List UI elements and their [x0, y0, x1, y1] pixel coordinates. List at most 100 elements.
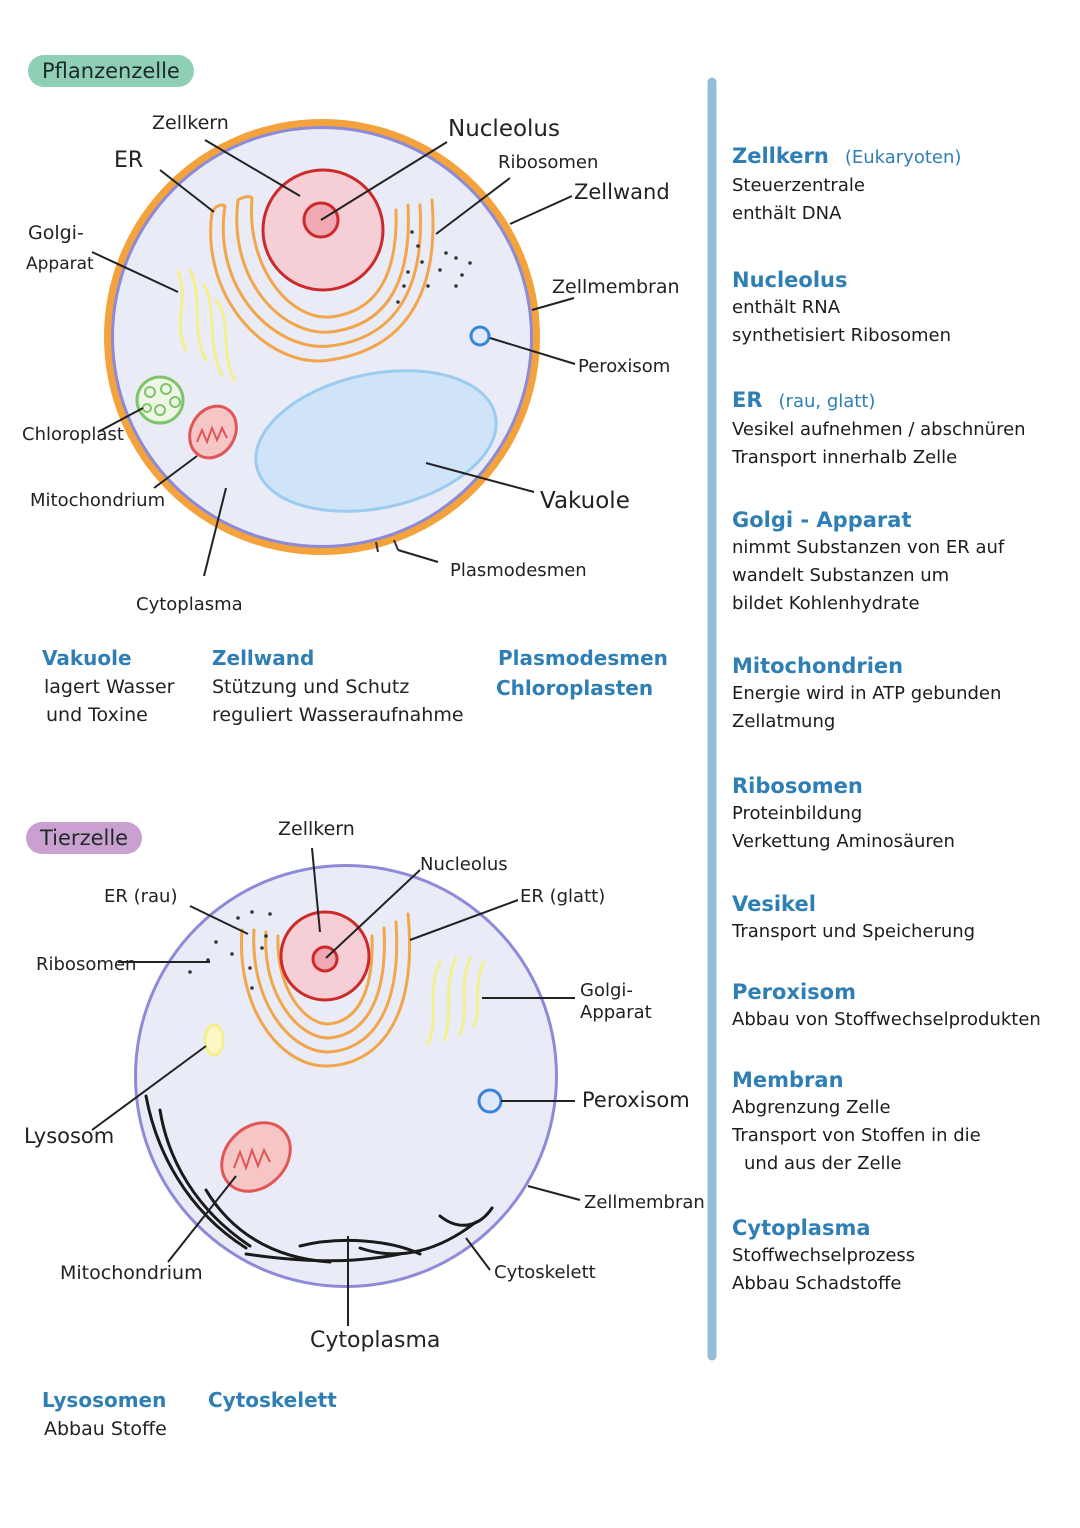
- sidebar-line: Vesikel aufnehmen / abschnüren: [732, 419, 1026, 440]
- sidebar-line: Steuerzentrale: [732, 175, 865, 196]
- plant-cell-badge: Pflanzenzelle: [28, 55, 194, 87]
- animal-label-peroxisom: Peroxisom: [582, 1088, 690, 1112]
- plant-label-golgi-1: Golgi-: [28, 222, 84, 244]
- plant-label-vakuole: Vakuole: [540, 488, 630, 514]
- animal-cytoskelett: [144, 1094, 494, 1264]
- animal-label-lysosom: Lysosom: [24, 1124, 115, 1148]
- sidebar-line: Proteinbildung: [732, 803, 863, 824]
- animal-leader-lines: [91, 847, 581, 1326]
- animal-note-cytoskelett-head: Cytoskelett: [208, 1388, 337, 1412]
- sidebar-er: ER (rau, glatt) Vesikel aufnehmen / absch…: [732, 386, 1072, 472]
- sidebar-membran: Membran Abgrenzung Zelle Transport von S…: [732, 1066, 1072, 1178]
- animal-ribosomes: [188, 910, 272, 990]
- animal-label-er-glatt: ER (glatt): [520, 886, 606, 907]
- sidebar-line: wandelt Substanzen um: [732, 565, 950, 586]
- plant-label-golgi-2: Apparat: [26, 254, 94, 274]
- animal-cell-badge: Tierzelle: [26, 822, 143, 854]
- animal-label-zellmembran: Zellmembran: [584, 1192, 705, 1213]
- sidebar-line: und aus der Zelle: [744, 1153, 902, 1174]
- plant-vacuole: [254, 369, 498, 513]
- plant-label-zellwand: Zellwand: [574, 180, 670, 204]
- animal-note-lysosomen-head: Lysosomen: [42, 1388, 167, 1412]
- sidebar-line: Transport innerhalb Zelle: [732, 447, 958, 468]
- animal-label-cytoplasma: Cytoplasma: [310, 1328, 441, 1353]
- animal-label-mitochondrium: Mitochondrium: [60, 1262, 203, 1284]
- sidebar-peroxisom: Peroxisom Abbau von Stoffwechselprodukte…: [732, 978, 1072, 1034]
- sidebar-golgi: Golgi - Apparat nimmt Substanzen von ER …: [732, 506, 1072, 618]
- animal-label-zellkern: Zellkern: [278, 818, 355, 840]
- animal-golgi: [426, 956, 486, 1046]
- plant-er: [209, 195, 435, 363]
- plant-label-ribosomen: Ribosomen: [498, 152, 599, 173]
- sidebar-line: Abbau Schadstoffe: [732, 1273, 902, 1294]
- plant-label-nucleolus: Nucleolus: [448, 116, 560, 142]
- sidebar-line: Abgrenzung Zelle: [732, 1097, 891, 1118]
- plant-note-zellwand-head: Zellwand: [212, 646, 315, 670]
- plant-ribosomes: [396, 230, 472, 304]
- animal-er: [239, 912, 411, 1068]
- sidebar-head: Zellkern: [732, 144, 829, 168]
- sidebar-ribosomen: Ribosomen Proteinbildung Verkettung Amin…: [732, 772, 1072, 856]
- plant-label-cytoplasma: Cytoplasma: [136, 594, 243, 615]
- plant-note-vakuole-head: Vakuole: [42, 646, 132, 670]
- sidebar-vesikel: Vesikel Transport und Speicherung: [732, 890, 1072, 946]
- animal-label-golgi-2: Apparat: [580, 1002, 652, 1023]
- plant-golgi: [176, 268, 236, 382]
- animal-label-nucleolus: Nucleolus: [420, 854, 508, 875]
- sidebar-line: enthält RNA: [732, 297, 841, 318]
- sidebar-mitochondrien: Mitochondrien Energie wird in ATP gebund…: [732, 652, 1072, 736]
- plant-note-chloroplasten-head: Chloroplasten: [496, 676, 654, 700]
- sidebar-head: ER: [732, 388, 763, 412]
- sidebar-line: Energie wird in ATP gebunden: [732, 683, 1002, 704]
- sidebar-note: (rau, glatt): [778, 391, 876, 412]
- sidebar-zellkern: Zellkern (Eukaryoten) Steuerzentrale enth…: [732, 142, 1072, 228]
- sidebar-head: Vesikel: [732, 892, 816, 916]
- sidebar-nucleolus: Nucleolus enthält RNA synthetisiert Ribo…: [732, 266, 1072, 350]
- plant-label-zellkern: Zellkern: [152, 112, 229, 134]
- plant-label-er: ER: [114, 148, 144, 173]
- sidebar-line: Transport von Stoffen in die: [732, 1125, 981, 1146]
- plant-label-mitochondrium: Mitochondrium: [30, 490, 166, 511]
- plant-chloroplast: [135, 375, 185, 425]
- sidebar-line: Abbau von Stoffwechselprodukten: [732, 1009, 1041, 1030]
- plant-note-vakuole-line: lagert Wasser: [44, 676, 175, 698]
- sidebar-line: nimmt Substanzen von ER auf: [732, 537, 1005, 558]
- plant-note-zellwand-line: Stützung und Schutz: [212, 676, 410, 698]
- plant-label-plasmodesmen: Plasmodesmen: [450, 560, 587, 581]
- plant-note-vakuole-line: und Toxine: [46, 704, 148, 726]
- animal-label-golgi-1: Golgi-: [580, 980, 633, 1001]
- plant-leader-lines: [91, 139, 576, 577]
- plant-note-plasmodesmen-head: Plasmodesmen: [498, 646, 668, 670]
- sidebar-head: Nucleolus: [732, 268, 848, 292]
- sidebar-line: Verkettung Aminosäuren: [732, 831, 955, 852]
- sidebar-line: bildet Kohlenhydrate: [732, 593, 920, 614]
- plant-mitochondrium: [188, 404, 238, 460]
- animal-label-cytoskelett: Cytoskelett: [494, 1262, 596, 1283]
- sidebar-line: enthält DNA: [732, 203, 842, 224]
- sidebar-head: Cytoplasma: [732, 1216, 871, 1240]
- animal-lysosom: [203, 1023, 225, 1057]
- sidebar-head: Peroxisom: [732, 980, 856, 1004]
- animal-cell: [91, 847, 581, 1326]
- sidebar-head: Ribosomen: [732, 774, 863, 798]
- animal-label-er-rau: ER (rau): [104, 886, 178, 907]
- plant-label-zellmembran: Zellmembran: [552, 276, 680, 298]
- animal-peroxisom: [477, 1088, 503, 1114]
- sidebar-head: Golgi - Apparat: [732, 508, 912, 532]
- sidebar-head: Mitochondrien: [732, 654, 904, 678]
- sidebar-line: Zellatmung: [732, 711, 836, 732]
- plant-peroxisom: [469, 325, 491, 347]
- animal-note-lysosomen-line: Abbau Stoffe: [44, 1418, 167, 1440]
- plant-cell: [91, 119, 576, 577]
- sidebar-cytoplasma: Cytoplasma Stoffwechselprozess Abbau Sch…: [732, 1214, 1072, 1298]
- sidebar-note: (Eukaryoten): [844, 147, 962, 168]
- sidebar-head: Membran: [732, 1068, 844, 1092]
- plant-note-zellwand-line: reguliert Wasseraufnahme: [212, 704, 464, 726]
- plant-label-chloroplast: Chloroplast: [22, 424, 124, 445]
- plant-label-peroxisom: Peroxisom: [578, 356, 671, 377]
- animal-label-ribosomen: Ribosomen: [36, 954, 137, 975]
- sidebar-line: synthetisiert Ribosomen: [732, 325, 952, 346]
- plant-plasmodesmen: [375, 539, 399, 553]
- sidebar-line: Stoffwechselprozess: [732, 1245, 916, 1266]
